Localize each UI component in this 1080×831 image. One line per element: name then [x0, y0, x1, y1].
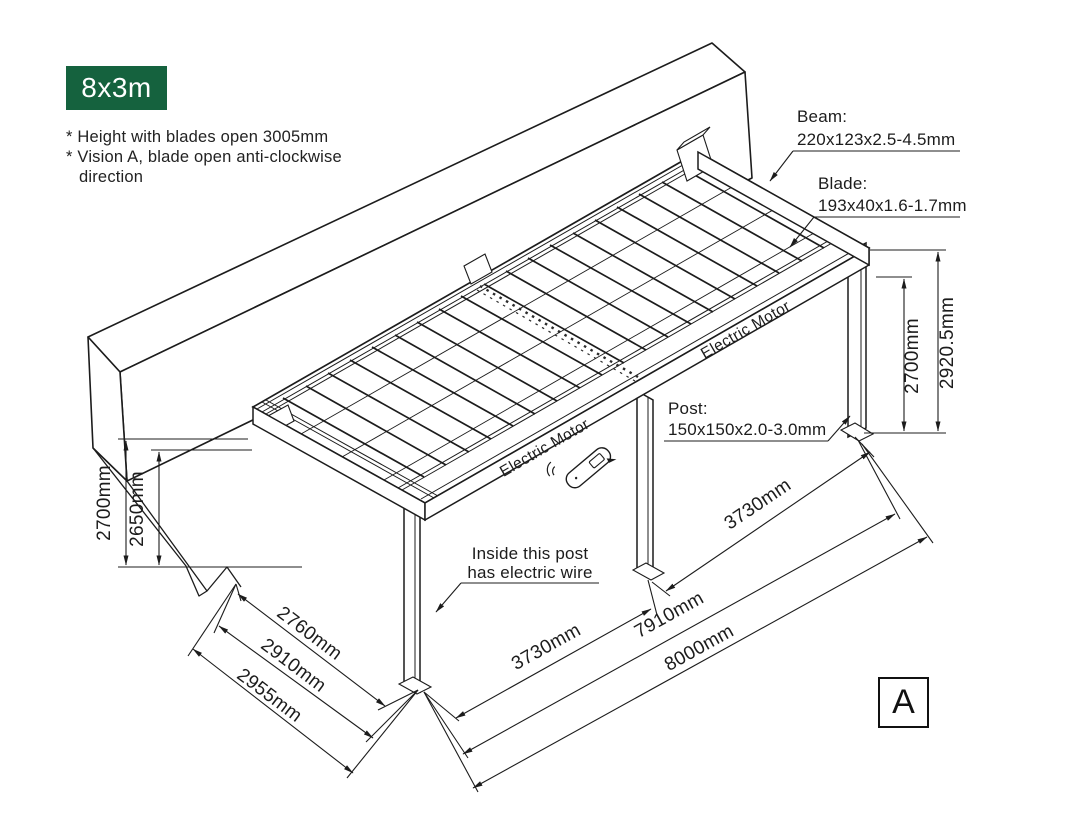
dim-right-outer: 2920.5mm — [937, 297, 958, 389]
post-callout-spec: 150x150x2.0-3.0mm — [668, 420, 826, 439]
note-line-1: * Height with blades open 3005mm — [66, 128, 329, 146]
wall-structure — [87, 42, 753, 597]
corner-bracket-top — [676, 126, 711, 151]
drawing-notes: * Height with blades open 3005mm * Visio… — [66, 127, 342, 187]
view-marker-badge: A — [878, 677, 929, 728]
blade-callout-spec: 193x40x1.6-1.7mm — [818, 196, 967, 215]
dimension-lines — [118, 249, 946, 793]
left-post — [403, 503, 421, 694]
note-line-2: * Vision A, blade open anti-clockwise — [66, 148, 342, 166]
motor-housing — [463, 253, 493, 285]
electric-wire-note-line1: Inside this post — [472, 544, 589, 563]
dim-span-left: 3730mm — [508, 620, 584, 675]
dim-left-inner: 2650mm — [127, 471, 148, 547]
size-badge: 8x3m — [66, 66, 167, 110]
louvered-roof — [251, 126, 871, 504]
middle-post — [636, 389, 654, 580]
dim-left-outer: 2700mm — [94, 465, 115, 541]
dim-right-inner: 2700mm — [902, 318, 923, 394]
blade-support-rails — [300, 178, 829, 481]
remote-control-icon — [546, 447, 617, 489]
callouts — [435, 150, 960, 613]
left-post-base — [397, 676, 433, 695]
roof-blades — [282, 168, 825, 478]
motor-drive-strip — [476, 284, 639, 382]
beam-callout-spec: 220x123x2.5-4.5mm — [797, 130, 955, 149]
beam-faces — [252, 150, 870, 522]
dim-span-right: 3730mm — [721, 475, 796, 535]
callout-texts: Beam: 220x123x2.5-4.5mm Blade: 193x40x1.… — [467, 107, 966, 582]
right-post-base — [839, 422, 875, 442]
note-line-3: direction — [79, 168, 144, 186]
blade-callout-title: Blade: — [818, 174, 867, 193]
electric-wire-note-line2: has electric wire — [467, 563, 592, 582]
beam-callout-title: Beam: — [797, 107, 847, 126]
post-callout-title: Post: — [668, 399, 708, 418]
